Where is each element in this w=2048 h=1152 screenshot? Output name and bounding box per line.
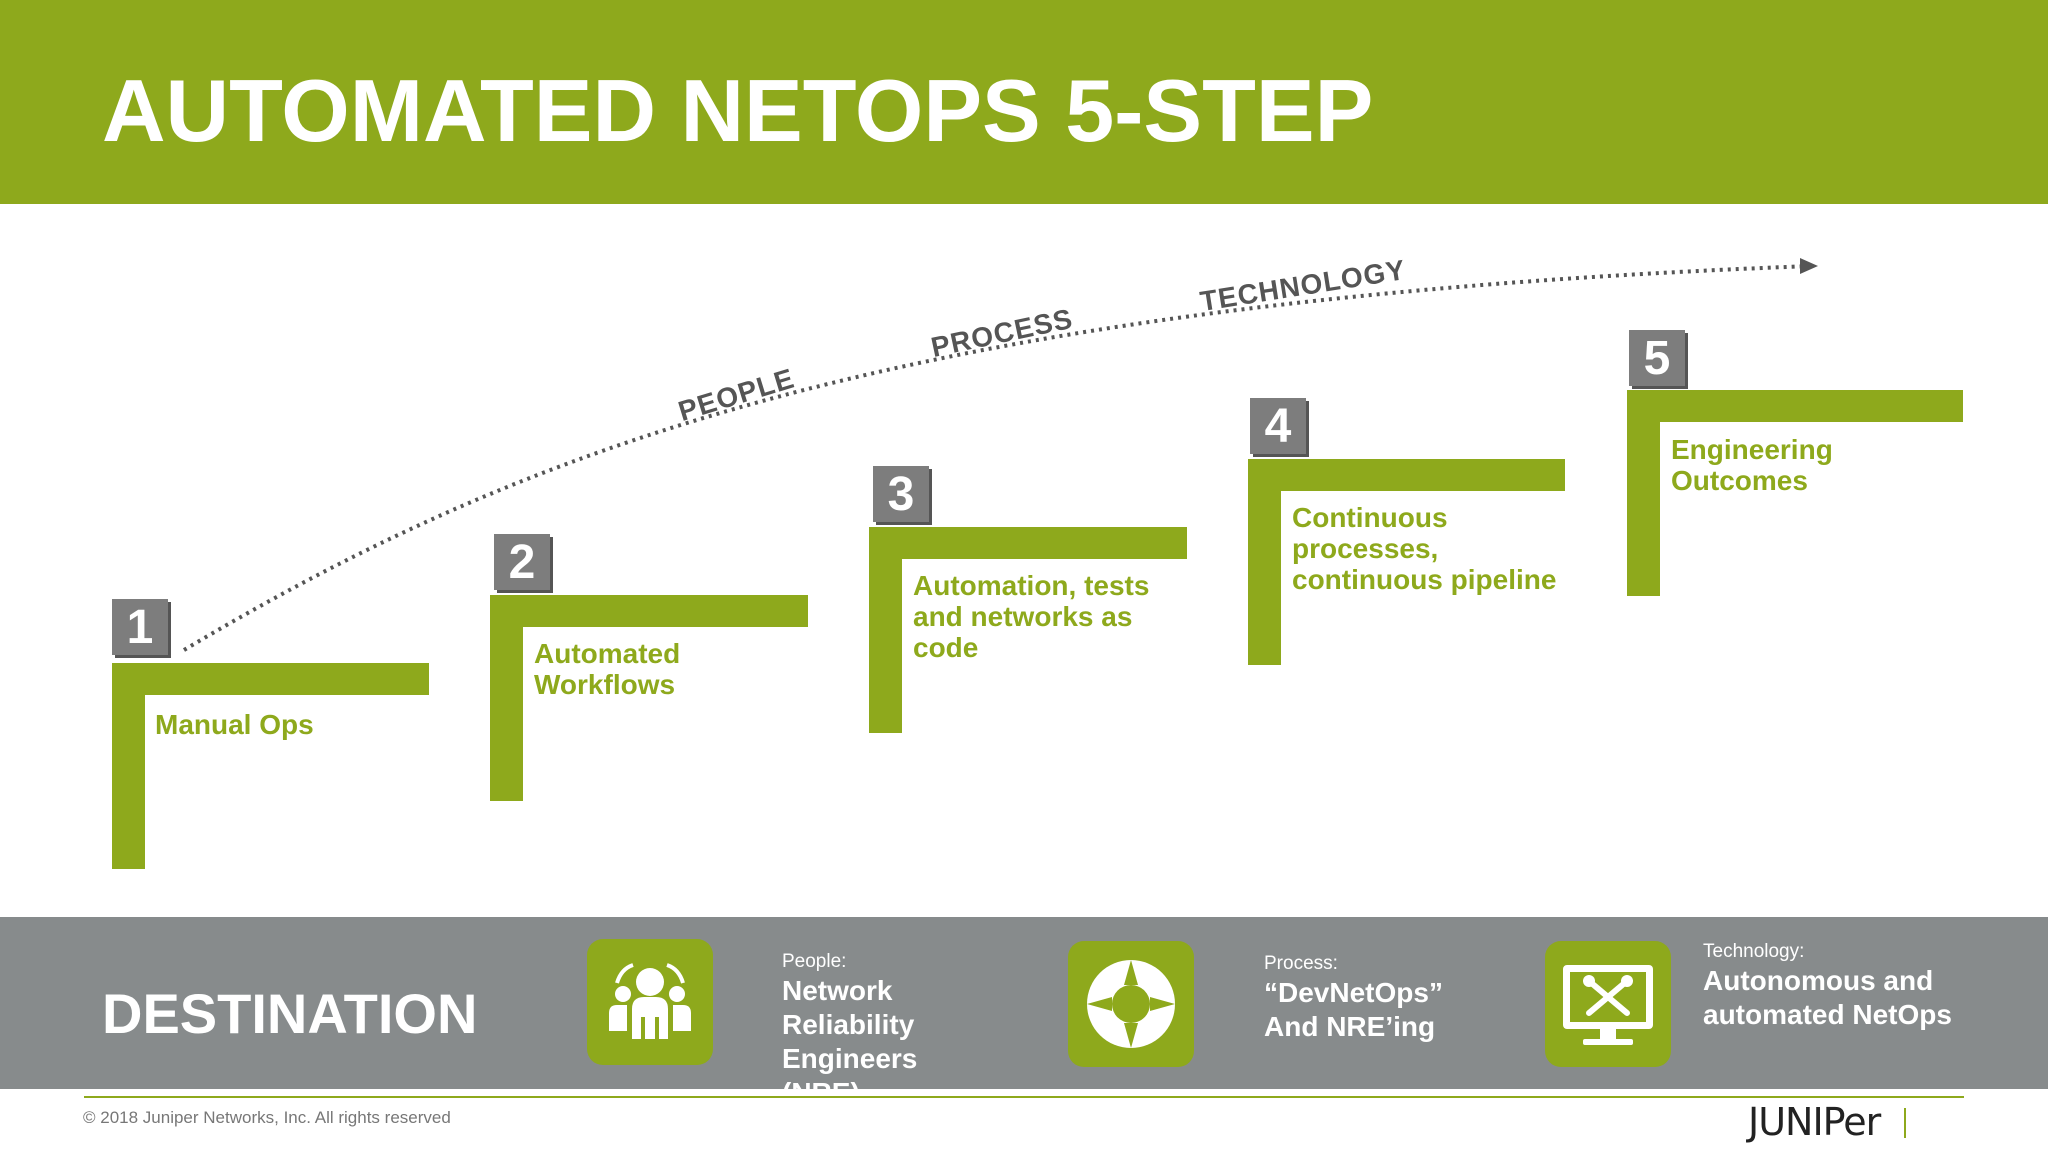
step-number: 2	[494, 534, 550, 590]
step-bar-horizontal	[490, 595, 808, 627]
destination-heading: DESTINATION	[102, 982, 478, 1045]
destination-process-caption: Process: “DevNetOps” And NRE’ing	[1264, 953, 1443, 1042]
juniper-logo: JUNIPer	[1748, 1100, 1881, 1144]
step-label: Automated Workflows	[534, 638, 681, 700]
step-bar-horizontal	[1248, 459, 1565, 491]
monitor-tools-icon	[1545, 941, 1671, 1067]
step-number: 3	[873, 466, 929, 522]
logo-divider	[1904, 1108, 1906, 1138]
step-label: Engineering Outcomes	[1671, 434, 1833, 496]
step-label: Manual Ops	[155, 709, 314, 740]
copyright-text: © 2018 Juniper Networks, Inc. All rights…	[83, 1108, 451, 1127]
step-bar-vertical	[1248, 459, 1281, 665]
step-label: Continuous processes, continuous pipelin…	[1292, 502, 1557, 595]
step-bar-horizontal	[869, 527, 1187, 559]
step-bar-horizontal	[1627, 390, 1963, 422]
footer-rule	[84, 1096, 1964, 1098]
curve-arrowhead	[1800, 258, 1818, 274]
step-number: 5	[1629, 330, 1685, 386]
step-bar-vertical	[1627, 390, 1660, 596]
page-title: AUTOMATED NETOPS 5-STEP	[102, 61, 1374, 160]
destination-band	[0, 917, 2048, 1089]
step-bar-horizontal	[112, 663, 429, 695]
step-number: 4	[1250, 398, 1306, 454]
destination-people-caption: People: Network Reliability Engineers (N…	[782, 951, 918, 1090]
people-group-icon	[587, 939, 713, 1065]
cycle-arrows-icon	[1068, 941, 1194, 1067]
step-bar-vertical	[490, 595, 523, 801]
destination-technology-caption: Technology: Autonomous and automated Net…	[1703, 941, 1952, 1030]
header-band	[0, 0, 2048, 204]
step-label: Automation, tests and networks as code	[913, 570, 1150, 663]
step-number: 1	[112, 599, 168, 655]
step-bar-vertical	[869, 527, 902, 733]
step-bar-vertical	[112, 663, 145, 869]
